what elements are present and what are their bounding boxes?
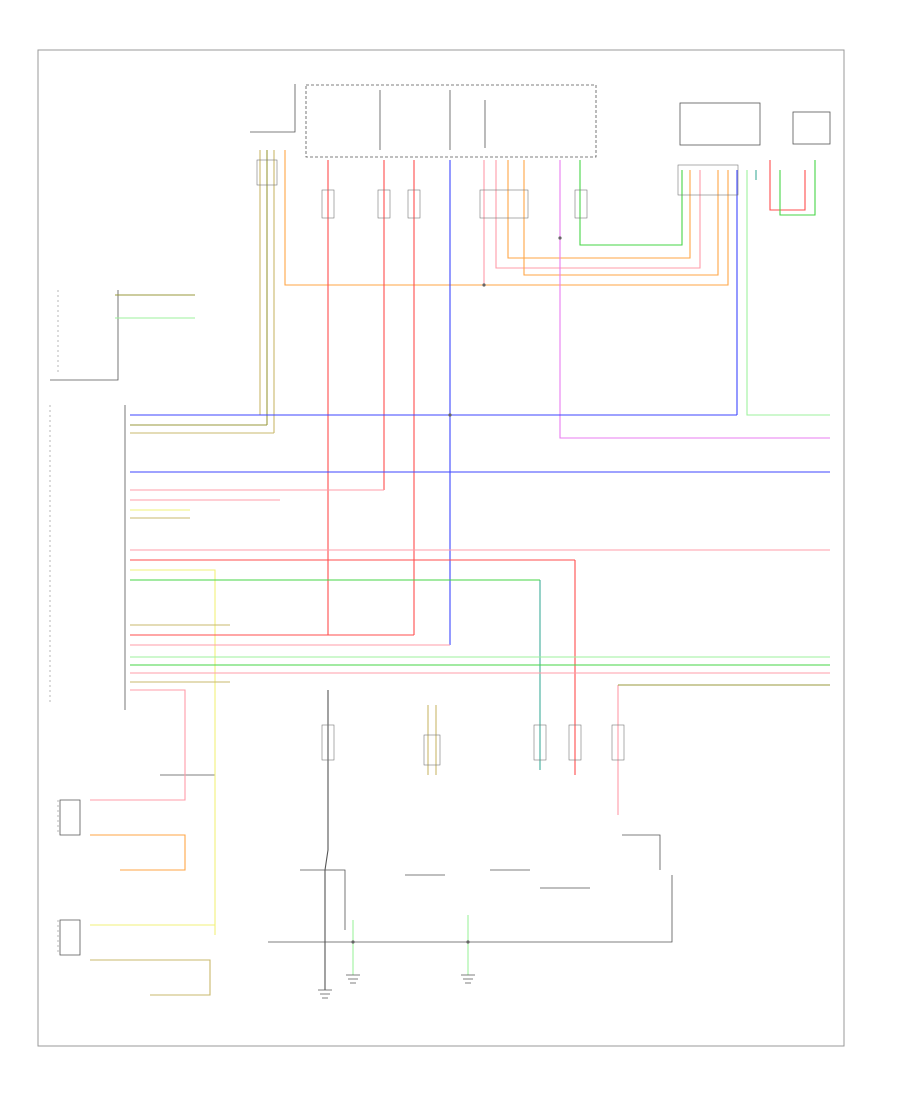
- wire: [495, 160, 701, 269]
- wire: [779, 160, 816, 216]
- ground-and-components-area: [59, 774, 673, 956]
- wire: [427, 705, 437, 775]
- wire: [559, 160, 830, 439]
- wire: [523, 160, 719, 276]
- wire: [130, 569, 216, 935]
- wire: [324, 690, 329, 990]
- horizontal-wires: [90, 294, 830, 996]
- connector-marks: [256, 159, 739, 944]
- control-module-pin-strip: [49, 290, 59, 955]
- wire: [90, 689, 186, 801]
- wire: [90, 959, 211, 996]
- wire: [90, 834, 186, 871]
- wire: [507, 160, 691, 259]
- wire: [284, 150, 729, 286]
- diagram-border: [37, 49, 845, 1047]
- wire: [579, 160, 683, 246]
- fuse-box-area: [50, 84, 831, 710]
- ground-symbols: [318, 974, 475, 999]
- wire: [746, 170, 830, 416]
- wire: [769, 160, 806, 211]
- vertical-wires: [259, 150, 830, 990]
